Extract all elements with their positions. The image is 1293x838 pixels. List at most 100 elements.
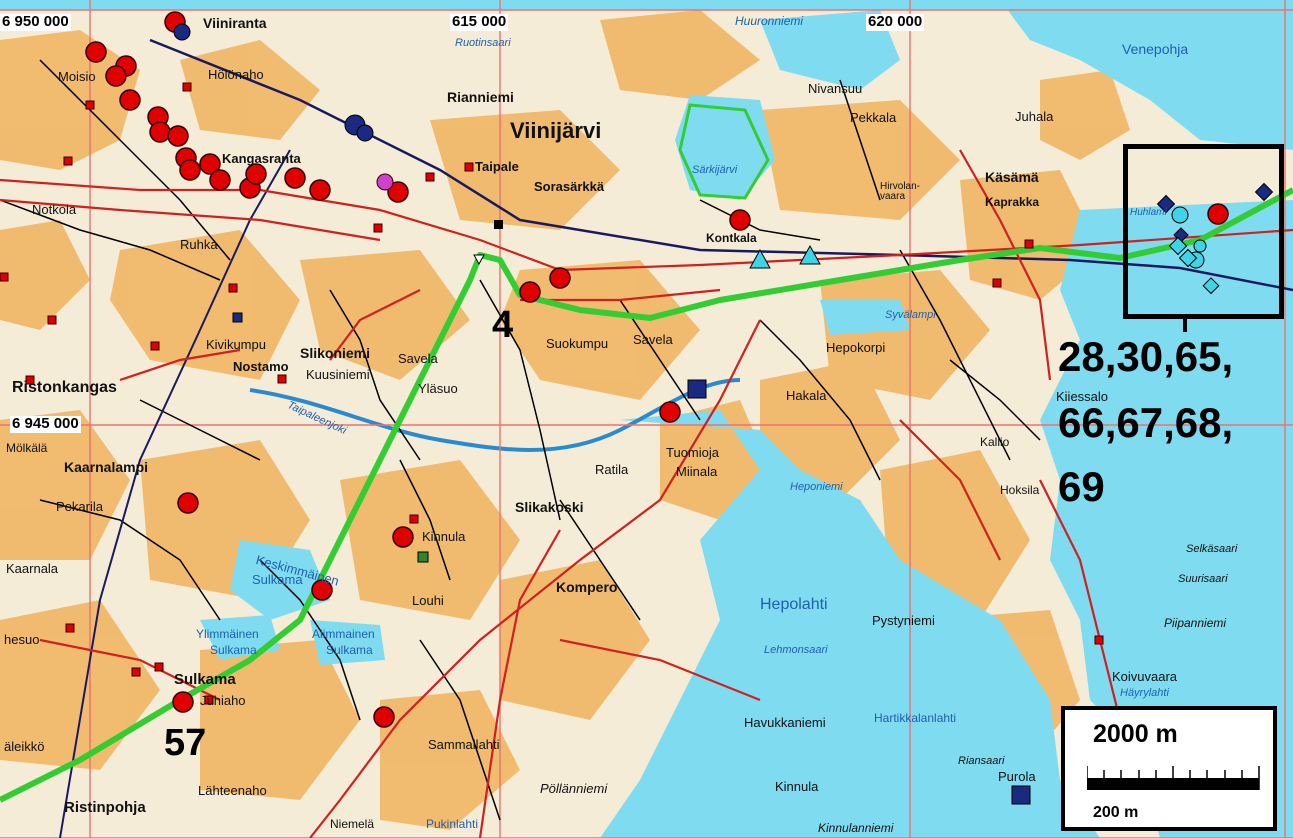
place-savela: Savela bbox=[398, 351, 438, 366]
place-ratila: Ratila bbox=[595, 462, 629, 477]
place-heponiemi: Heponiemi bbox=[790, 481, 843, 493]
place-louhi: Louhi bbox=[412, 593, 444, 608]
site-label-57: 57 bbox=[164, 722, 207, 764]
scale-label-large: 2000 m bbox=[1093, 720, 1178, 748]
place-hayrylahti: Häyrylahti bbox=[1120, 687, 1169, 699]
place-kinnula: Kinnula bbox=[422, 529, 466, 544]
place-purola: Purola bbox=[998, 769, 1036, 784]
scale-bar: 2000 m 200 m bbox=[1061, 706, 1277, 831]
place-pekarila: Pekarila bbox=[56, 499, 103, 514]
place-nostamo: Nostamo bbox=[233, 359, 289, 374]
place-niemela: Niemelä bbox=[330, 817, 375, 831]
place-hartikkalanlahti: Hartikkalanlahti bbox=[874, 711, 957, 725]
place-juhala: Juhala bbox=[1015, 109, 1054, 124]
sites-red-small bbox=[0, 82, 1104, 705]
place-selkasaari: Selkäsaari bbox=[1186, 543, 1238, 555]
place-pukinlahti: Pukinlahti bbox=[426, 817, 479, 831]
place-nivansuu: Nivansuu bbox=[808, 81, 863, 96]
place-ruhka: Ruhka bbox=[180, 237, 218, 252]
sites-red-large bbox=[85, 11, 1229, 728]
main-roads bbox=[0, 149, 1293, 838]
inset-label-line1: 28,30,65, bbox=[1058, 333, 1234, 380]
inset-label-line3: 69 bbox=[1058, 463, 1105, 510]
place-slikakoski: Slikakoski bbox=[515, 499, 584, 515]
place-kuusiniemi: Kuusiniemi bbox=[306, 367, 370, 382]
place-riansaari: Riansaari bbox=[958, 755, 1005, 767]
place-suokumpu: Suokumpu bbox=[546, 336, 609, 351]
place-miinala: Miinala bbox=[676, 464, 718, 479]
site-magenta bbox=[376, 173, 394, 191]
place-kaprakka: Kaprakka bbox=[985, 195, 1040, 209]
place-viinijarvi: Viinijärvi bbox=[510, 118, 602, 143]
place-notkola: Notkola bbox=[32, 202, 77, 217]
coord-620000: 620 000 bbox=[866, 13, 925, 31]
place-kangasranta: Kangasranta bbox=[222, 151, 301, 166]
place-kinnula-2: Kinnula bbox=[775, 779, 819, 794]
sites-cyan bbox=[749, 206, 1220, 295]
place-slikoniemi: Slikoniemi bbox=[300, 345, 371, 361]
place-havukkaniemi: Havukkaniemi bbox=[744, 715, 826, 730]
place-sorasarkka: Sorasärkkä bbox=[534, 179, 605, 194]
place-huhlami: Huhlami bbox=[1130, 207, 1167, 218]
place-piipanniemi: Piipanniemi bbox=[1164, 616, 1227, 630]
place-kivikumpu: Kivikumpu bbox=[206, 337, 266, 352]
place-hepokorpi: Hepokorpi bbox=[826, 340, 886, 355]
coord-615000: 615 000 bbox=[450, 13, 509, 31]
inset-highlight-box bbox=[1123, 144, 1284, 319]
place-alimmainen: Alimmainen bbox=[312, 627, 375, 641]
place-suurisaari: Suurisaari bbox=[1178, 573, 1228, 585]
junction-marker bbox=[473, 254, 485, 266]
place-ristinpohja: Ristinpohja bbox=[64, 799, 146, 816]
place-hirvolanvaara: Hirvolan-vaara bbox=[880, 181, 921, 202]
place-viiniranta: Viiniranta bbox=[203, 15, 267, 31]
place-kallio: Kallio bbox=[980, 435, 1010, 449]
place-rianniemi: Rianniemi bbox=[447, 89, 514, 105]
scale-ruler bbox=[1087, 766, 1260, 790]
place-pollanniemi: Pöllänniemi bbox=[540, 781, 608, 796]
place-huuronniemi: Huuronniemi bbox=[735, 14, 804, 28]
place-sulkama-lake-3: Sulkama bbox=[326, 643, 373, 657]
place-koivuvaara: Koivuvaara bbox=[1112, 669, 1178, 684]
place-molkala: Mölkälä bbox=[6, 441, 48, 455]
place-ylimmainen: Ylimmäinen bbox=[196, 627, 259, 641]
place-ylasuo: Yläsuo bbox=[418, 381, 458, 396]
place-holonaho: Hölönaho bbox=[208, 67, 264, 82]
place-kaarnala: Kaarnala bbox=[6, 561, 59, 576]
place-lehmonsaari: Lehmonsaari bbox=[764, 644, 828, 656]
place-syvalampi: Syvälampi bbox=[885, 309, 936, 321]
place-juhiaho: Juhiaho bbox=[200, 693, 246, 708]
inset-label-line2: 66,67,68, bbox=[1058, 399, 1234, 446]
railway-branch bbox=[59, 149, 291, 838]
place-kiiessalo: Kiiessalo bbox=[1056, 389, 1109, 404]
place-kaarnalampi: Kaarnalampi bbox=[64, 459, 149, 475]
place-pystyniemi: Pystyniemi bbox=[872, 613, 935, 628]
place-sulkama-lake: Sulkama bbox=[252, 572, 303, 587]
place-hepolahti: Hepolahti bbox=[760, 596, 828, 613]
place-taipale: Taipale bbox=[475, 159, 519, 174]
small-square-black bbox=[494, 220, 503, 229]
place-hakala: Hakala bbox=[786, 388, 827, 403]
small-square-green bbox=[417, 551, 429, 563]
site-label-4: 4 bbox=[492, 304, 514, 346]
place-kompero: Kompero bbox=[556, 579, 618, 595]
place-sulkama-lake-2: Sulkama bbox=[210, 643, 257, 657]
minor-roads bbox=[0, 59, 1041, 821]
place-sulkama: Sulkama bbox=[174, 671, 236, 688]
scale-label-small: 200 m bbox=[1093, 804, 1139, 821]
place-sarkijarvi: Särkijärvi bbox=[692, 164, 738, 176]
place-hesuo: hesuo bbox=[4, 632, 40, 647]
coord-6945000: 6 945 000 bbox=[10, 415, 81, 433]
place-tuomioja: Tuomioja bbox=[666, 445, 719, 460]
place-kasama: Käsämä bbox=[985, 169, 1039, 185]
place-kontkala: Kontkala bbox=[706, 231, 757, 245]
place-moisio: Moisio bbox=[58, 69, 96, 84]
place-ruotinsaari: Ruotinsaari bbox=[455, 37, 511, 49]
place-aleikko: äleikkö bbox=[4, 739, 45, 754]
place-lahteenaho: Lähteenaho bbox=[198, 783, 267, 798]
place-kinnulanniemi: Kinnulanniemi bbox=[818, 821, 894, 835]
place-savela-2: Savela bbox=[633, 332, 673, 347]
place-hoksila: Hoksila bbox=[1000, 483, 1040, 497]
place-pekkala: Pekkala bbox=[850, 110, 897, 125]
